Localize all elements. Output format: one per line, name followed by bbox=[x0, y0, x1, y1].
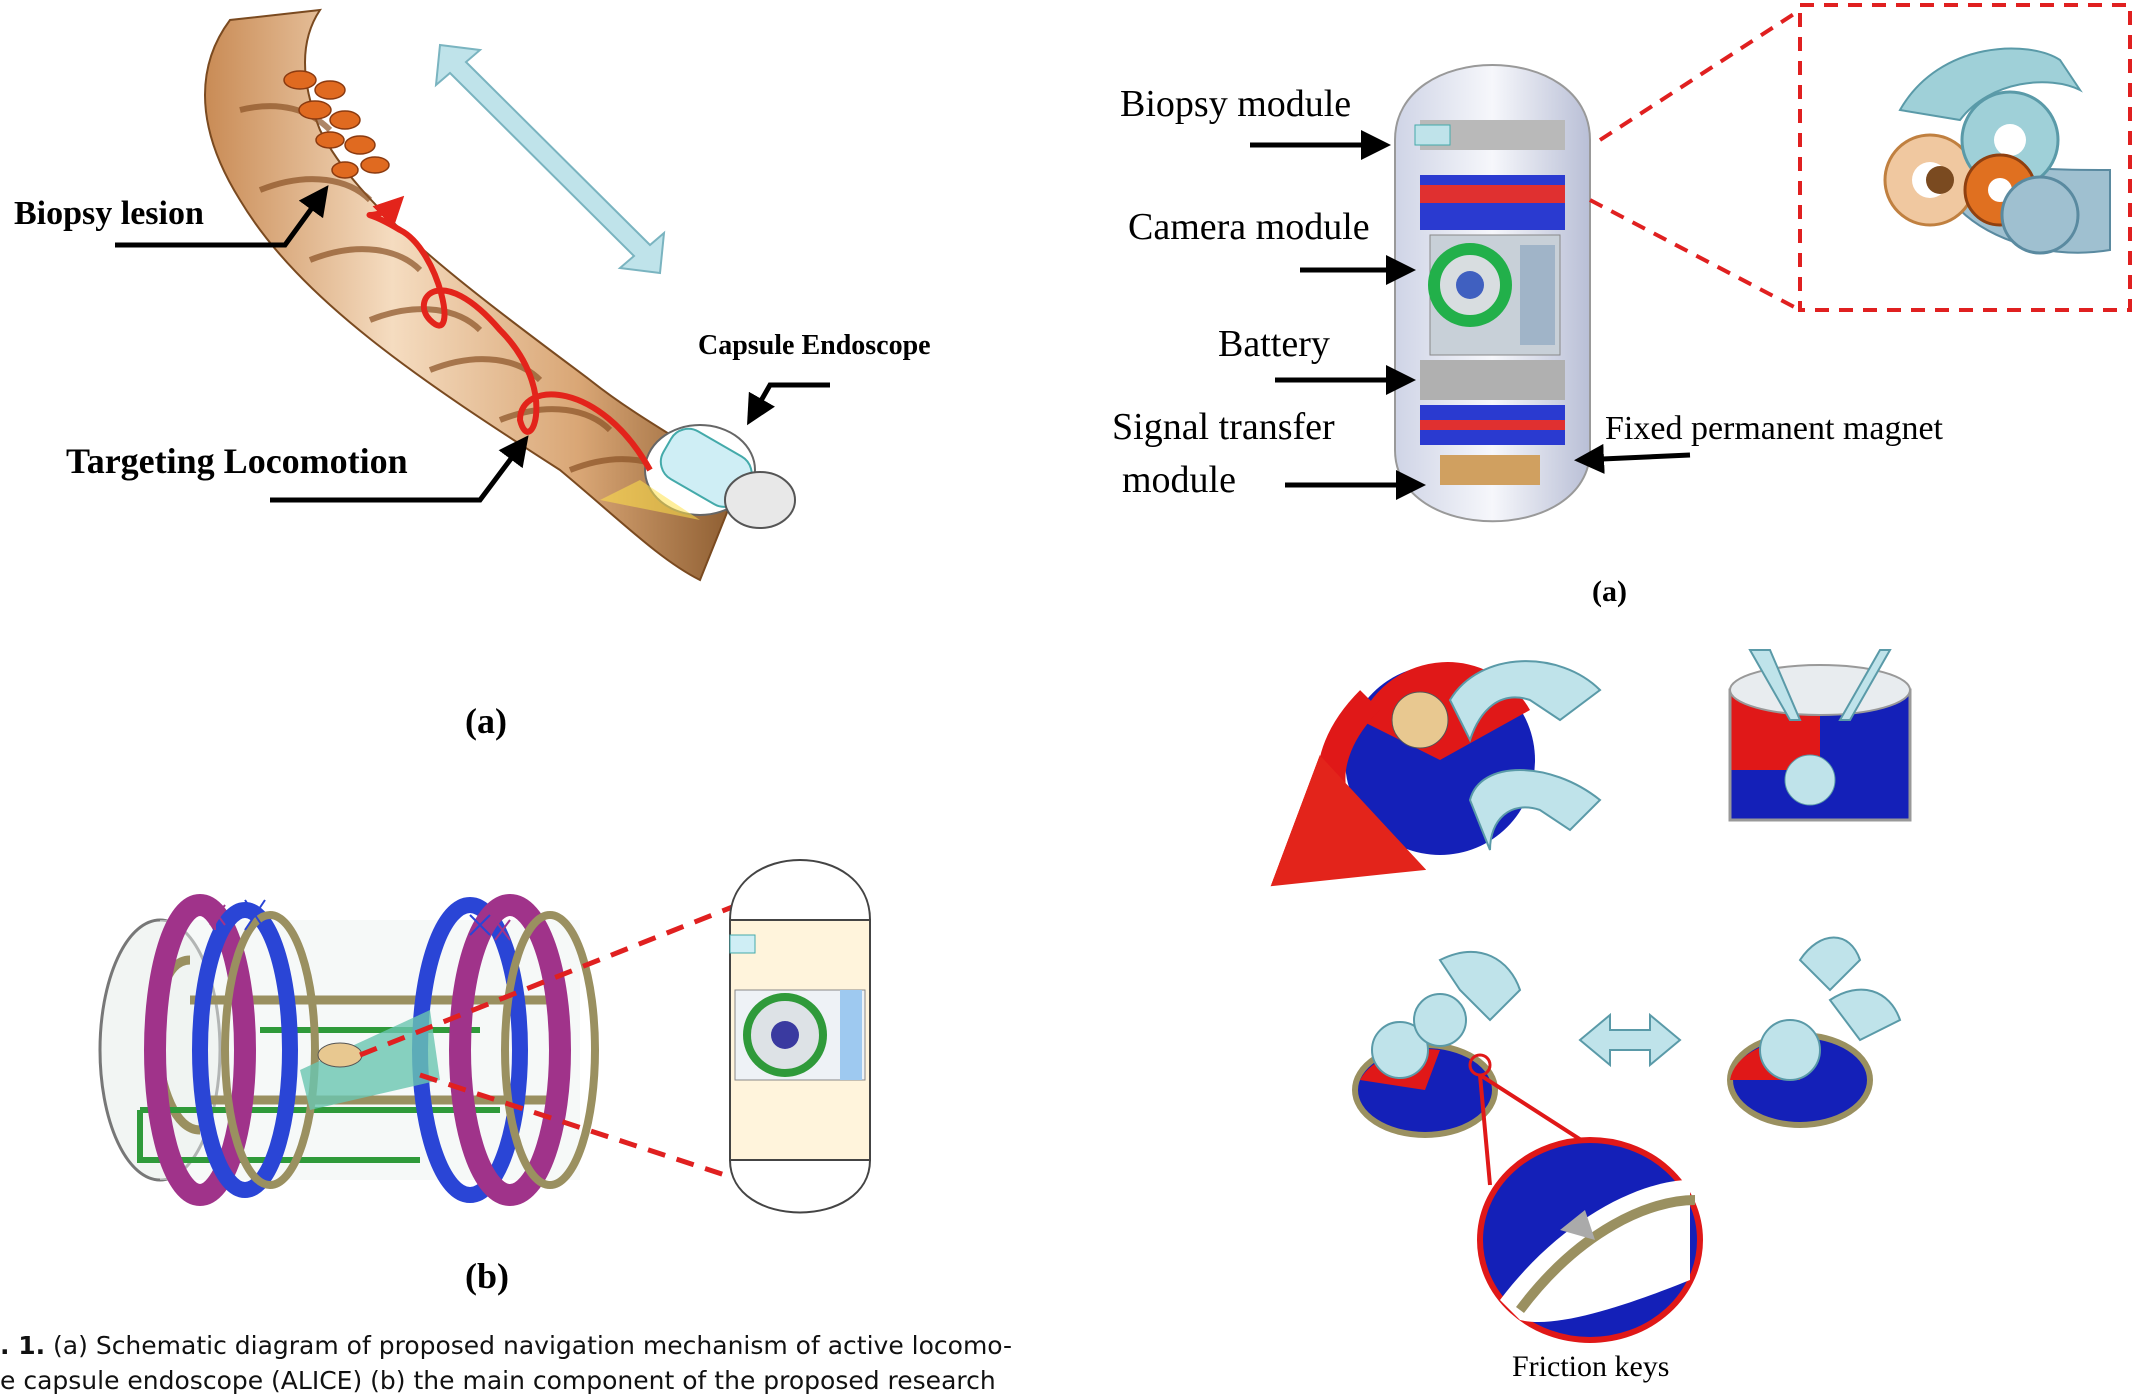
zoom-dashed-box bbox=[1798, 3, 2132, 312]
gripper-mechanism-illustration bbox=[1270, 649, 1912, 1343]
pointer-targeting bbox=[270, 435, 529, 503]
pointer-biopsy-lesion bbox=[115, 185, 329, 248]
label-camera-module: Camera module bbox=[1128, 206, 1370, 248]
figure-caption-text-2: e capsule endoscope (ALICE) (b) the main… bbox=[0, 1366, 996, 1395]
coil-system-illustration bbox=[98, 894, 599, 1206]
pointer-capsule bbox=[747, 382, 830, 426]
label-battery: Battery bbox=[1218, 323, 1330, 365]
label-signal-transfer: Signal transfer bbox=[1112, 406, 1335, 448]
label-friction-keys: Friction keys bbox=[1512, 1350, 1670, 1383]
figure-caption-line-2: e capsule endoscope (ALICE) (b) the main… bbox=[0, 1363, 996, 1399]
panel-label-left-b: (b) bbox=[465, 1256, 509, 1296]
label-targeting-locomotion: Targeting Locomotion bbox=[66, 441, 408, 481]
dashed-zoom-lines bbox=[359, 897, 751, 1178]
zoom-dashed-lines bbox=[1589, 8, 1802, 312]
figure-caption-line-1: . 1. (a) Schematic diagram of proposed n… bbox=[0, 1328, 1012, 1364]
label-signal-transfer-module: module bbox=[1122, 459, 1236, 501]
label-fixed-magnet: Fixed permanent magnet bbox=[1605, 410, 1944, 447]
figure-caption-number: . 1. bbox=[0, 1331, 46, 1360]
panel-label-right-a: (a) bbox=[1592, 575, 1627, 608]
spiral-path bbox=[366, 195, 653, 472]
label-capsule-endoscope: Capsule Endoscope bbox=[698, 330, 931, 361]
figure-caption-text-1: (a) Schematic diagram of proposed naviga… bbox=[53, 1331, 1013, 1360]
capsule-detail bbox=[728, 859, 872, 1214]
gripper-gears-detail bbox=[1883, 47, 2111, 255]
intestine-tube-illustration bbox=[204, 8, 796, 582]
label-biopsy-module: Biopsy module bbox=[1120, 83, 1352, 125]
double-arrow-motion bbox=[434, 43, 666, 275]
panel-label-left-a: (a) bbox=[465, 701, 507, 741]
label-biopsy-lesion: Biopsy lesion bbox=[14, 195, 204, 232]
capsule-modules-illustration bbox=[1394, 64, 1591, 523]
arrow-fixed-magnet bbox=[1574, 443, 1691, 474]
